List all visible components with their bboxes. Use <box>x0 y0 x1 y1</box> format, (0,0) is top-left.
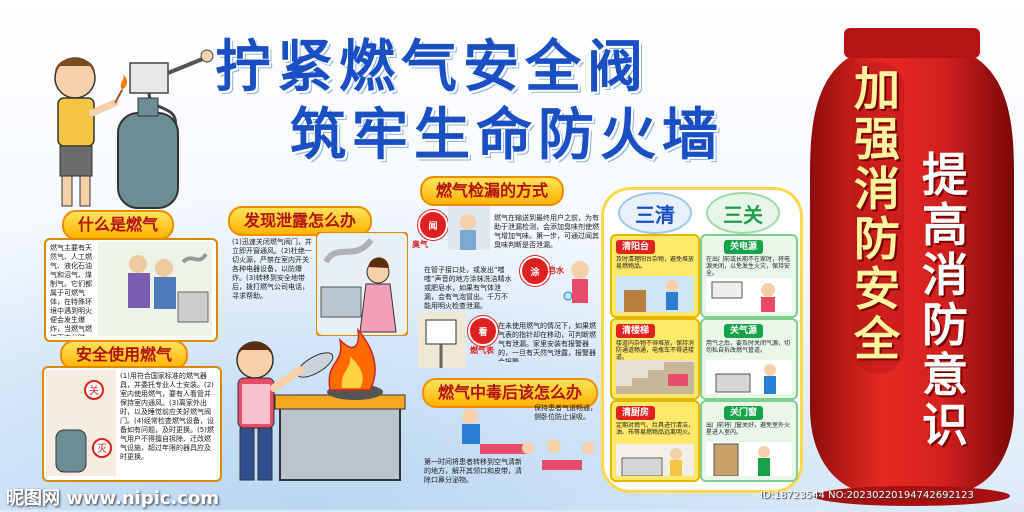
close-windows-text: 出门前将门窗关好，避免室外火星进入室内。 <box>706 422 791 436</box>
poisoning-text-1: 保持患者气道畅通，侧卧位防止误吸。 <box>534 404 597 421</box>
power-switch-illustration <box>706 278 792 312</box>
elderly-couple-smoke-illustration <box>98 242 212 336</box>
tank-slogan-left: 加强消防安全 <box>854 62 900 366</box>
close-power-card: 关电源 在出门前或长期不在家时，将电源关闭，以免发生火灾，保持安全。 <box>700 234 798 318</box>
close-power-text: 在出门前或长期不在家时，将电源关闭，以免发生火灾，保持安全。 <box>706 256 791 277</box>
close-gas-text: 用气之后，要及时关闭气源，切勿私自拆改燃气管道。 <box>706 340 791 354</box>
tank-column-1: 加强消防安全 <box>852 64 902 364</box>
leak-found-text: (1)迅速关闭燃气阀门，并立即开窗通风。(2)杜绝一切火源，严禁在室内开关各种电… <box>232 238 312 300</box>
clear-stairs-text: 楼道内杂物不得堆放，保持消防通道畅通，电瓶车不得进楼道。 <box>616 340 694 360</box>
tag-apply: 涂 <box>520 256 550 286</box>
tag-look: 看 <box>468 316 498 346</box>
tag-clear-kitchen: 清厨房 <box>616 406 656 420</box>
tank-slogan-right: 提高消防意识 <box>922 148 968 452</box>
tag-clear-stairs: 清楼梯 <box>616 324 656 338</box>
what-is-gas-panel: 燃气主要有天然气、人工燃气、液化石油气和沼气、煤制气。它们都属于可燃气体，在特殊… <box>44 238 218 342</box>
balcony-illustration <box>616 276 694 312</box>
soap-water-illustration <box>563 261 589 303</box>
kitchen-illustration <box>616 444 694 476</box>
poisoning-text-2: 第一时间将患者转移到空气清新的地方，解开其领口和皮带，清除口鼻分泌物。 <box>424 458 522 484</box>
tag-look-sub: 燃气表 <box>470 346 494 355</box>
smelling-gas-illustration <box>448 206 490 250</box>
clear-balcony-card: 清阳台 及时清理阳台杂物，避免堆放易燃物品。 <box>610 234 700 318</box>
leak-detect-soap-text: 在管子接口处，或发出“嗤嗤”声音的地方涂抹洗洁精水或肥皂水，如果有气体泄漏，会有… <box>424 266 512 310</box>
close-windows-card: 关门窗 出门前将门窗关好，避免室外火星进入室内。 <box>700 400 798 482</box>
tag-apply-sub: 肥皂水 <box>540 266 564 275</box>
kitchen-safety-signs-illustration: 关 灭 <box>46 370 116 476</box>
tag-smell: 闻 <box>418 210 448 240</box>
leak-detect-meter-text: 在未使用燃气的情况下，如果燃气表的指针却在移动，可判断燃气有泄漏。家里安装有报警… <box>498 322 596 362</box>
red-gas-tank-graphic <box>810 28 1014 506</box>
man-stove-fire-illustration <box>236 327 406 481</box>
tag-clear-balcony: 清阳台 <box>616 240 656 254</box>
clear-stairs-card: 清楼梯 楼道内杂物不得堆放，保持消防通道畅通，电瓶车不得进楼道。 <box>610 318 700 400</box>
tag-smell-sub: 臭气 <box>412 240 428 249</box>
label-three-close: 三关 <box>706 192 780 234</box>
watermark-id: ID:18723544 NO:20230220194742692123 <box>760 490 974 501</box>
section-heading-safe-use: 安全使用燃气 <box>60 340 189 370</box>
sign-close-text: 关 <box>89 384 99 397</box>
gas-valve-illustration <box>706 360 792 394</box>
leak-detect-smell-text: 燃气在输送到最终用户之前，为有助于泄漏检测，会添加臭味剂使燃气增加气味。第一步，… <box>494 214 599 249</box>
cpr-illustration <box>462 408 534 454</box>
section-heading-leak-detect: 燃气检漏的方式 <box>420 176 565 206</box>
main-title-line2: 筑牢生命防火墙 <box>290 103 724 168</box>
safe-use-text: (1)用符合国家标准的燃气器具，并委托专业人士安装。(2)室内使用燃气，要有人看… <box>120 372 214 461</box>
clear-kitchen-text: 定期对燃气、灶具进行清洁，油、布等易燃物品远离明火。 <box>616 422 694 436</box>
close-gas-card: 关气源 用气之后，要及时关闭气源，切勿私自拆改燃气管道。 <box>700 318 798 400</box>
stairs-illustration <box>616 360 694 394</box>
clear-balcony-text: 及时清理阳台杂物，避免堆放易燃物品。 <box>616 256 694 270</box>
gas-cylinder-shape <box>117 112 179 209</box>
section-heading-leak-found: 发现泄露怎么办 <box>228 206 373 236</box>
what-is-gas-text: 燃气主要有天然气、人工燃气、液化石油气和沼气、煤制气。它们都属于可燃气体，在特殊… <box>50 244 92 336</box>
woman-covering-nose-illustration <box>316 232 408 336</box>
tag-close-gas: 关气源 <box>724 324 764 338</box>
label-three-clear: 三清 <box>618 192 692 234</box>
clear-kitchen-card: 清厨房 定期对燃气、灶具进行清洁，油、布等易燃物品远离明火。 <box>610 400 700 482</box>
gas-meter-shape <box>129 62 169 94</box>
main-title-line1: 拧紧燃气安全阀 <box>215 35 649 100</box>
boy-lighting-match-illustration <box>54 49 214 209</box>
sign-extinguish-text: 灭 <box>97 443 107 455</box>
safe-use-panel: 关 灭 (1)用符合国家标准的燃气器具，并委托专业人士安装。(2)室内使用燃气，… <box>42 366 222 482</box>
section-heading-poisoning: 燃气中毒后该怎么办 <box>422 378 599 408</box>
door-window-illustration <box>706 442 792 476</box>
tag-close-windows: 关门窗 <box>724 406 764 420</box>
tag-close-power: 关电源 <box>724 240 764 254</box>
section-heading-what-is-gas: 什么是燃气 <box>62 210 175 240</box>
watermark-logo: 昵图网 www.nipic.com <box>6 488 220 509</box>
first-aid-illustration <box>542 439 594 470</box>
tank-column-2: 提高消防意识 <box>920 150 970 450</box>
gas-meter-reading-illustration <box>418 312 466 368</box>
